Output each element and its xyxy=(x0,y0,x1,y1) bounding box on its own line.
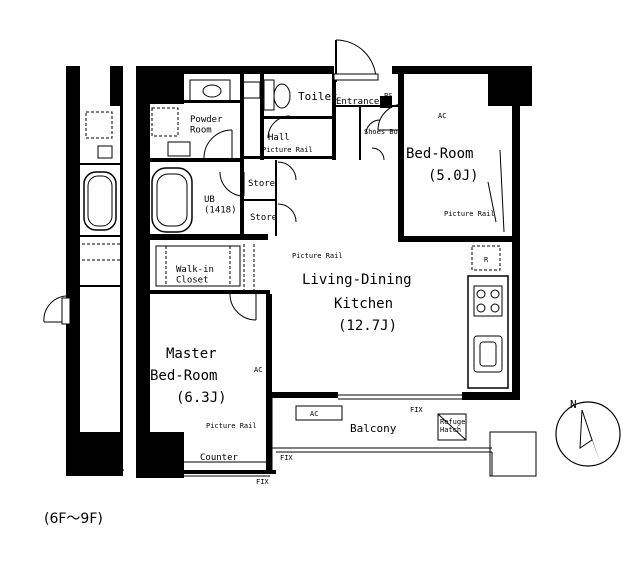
neighbor-unit xyxy=(43,66,124,476)
entrance-door xyxy=(333,39,385,161)
floor-range-note: (6F～9F) xyxy=(44,511,103,527)
bedroom-label: Bed-Room xyxy=(406,146,473,162)
fix-label-3: FIX xyxy=(256,478,269,486)
r-mark-label: R xyxy=(484,256,489,264)
compass-icon xyxy=(555,401,621,467)
walk-in-closet xyxy=(155,244,257,321)
ub-label: UB(1418) xyxy=(204,195,237,215)
fixture-labels: Picture Rail Picture Rail Picture Rail P… xyxy=(206,92,577,486)
master-bedroom-label-1: Master xyxy=(166,346,217,362)
fix-label-2: FIX xyxy=(280,454,293,462)
entrance-label: Entrance xyxy=(336,97,379,107)
picture-rail-bed-label: Picture Rail xyxy=(444,210,495,218)
picture-rail-master-label: Picture Rail xyxy=(206,422,257,430)
bedroom-door xyxy=(377,103,505,233)
ac-master-label: AC xyxy=(254,366,262,374)
fix-label-1: FIX xyxy=(410,406,423,414)
ldk-label-1: Living-Dining xyxy=(302,272,412,288)
store-label-2: Store xyxy=(250,213,277,223)
walls xyxy=(136,66,532,478)
bath-fixtures xyxy=(151,79,297,233)
hall-label: Hall xyxy=(268,133,290,143)
master-bedroom-label-2: Bed-Room xyxy=(150,368,217,384)
ac-balcony-label: AC xyxy=(310,410,318,418)
ldk-label-2: Kitchen xyxy=(334,296,393,312)
picture-rail-hall-label: Picture Rail xyxy=(262,146,313,154)
bedroom-size: (5.0J) xyxy=(428,168,479,184)
balcony-label: Balcony xyxy=(350,422,397,435)
picture-rail-ldk-label: Picture Rail xyxy=(292,252,343,260)
ac-bed-label: AC xyxy=(438,112,446,120)
ps-label: PS xyxy=(384,92,392,100)
kitchen-counter xyxy=(467,245,509,389)
ldk-size: (12.7J) xyxy=(338,318,397,334)
counter-label: Counter xyxy=(200,453,239,463)
shoes-box-label: Shoes Box xyxy=(364,128,402,136)
compass-label: N xyxy=(570,398,577,411)
balcony-area xyxy=(184,394,537,477)
toilet-label: Toilet xyxy=(298,90,338,103)
store-label-1: Store xyxy=(248,179,275,189)
master-bedroom-size: (6.3J) xyxy=(176,390,227,406)
